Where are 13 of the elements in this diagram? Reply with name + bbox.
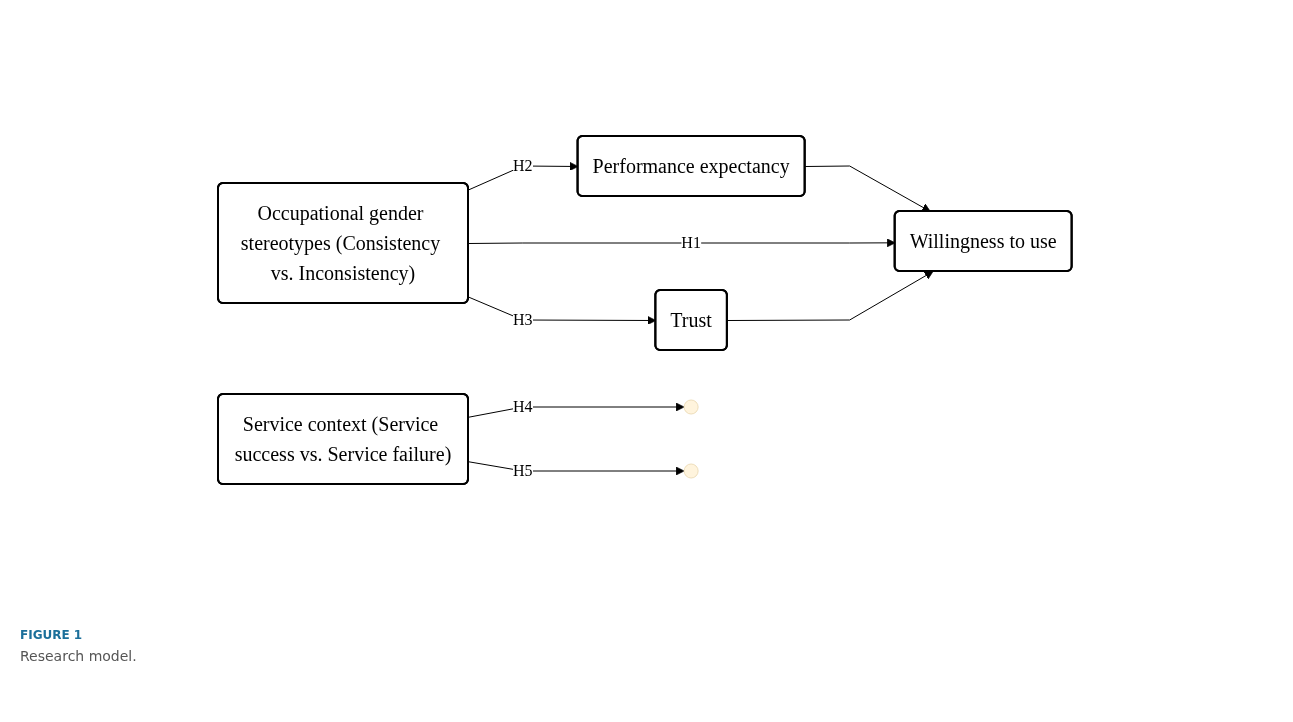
arrow bbox=[727, 271, 934, 321]
arrow bbox=[804, 165, 931, 212]
node-text: Service context (Service success vs. Service failure) bbox=[234, 413, 452, 465]
figure-number: FIGURE 1 bbox=[20, 628, 83, 642]
edge-label: H2 bbox=[513, 157, 533, 174]
node-text: Occupational gender stereotypes (Consistency vs. Inconsistency) bbox=[240, 202, 441, 284]
arrow bbox=[468, 402, 685, 418]
arrow bbox=[468, 461, 685, 476]
edge-label: H3 bbox=[513, 311, 533, 328]
caption: Research model. bbox=[20, 648, 137, 664]
edge-label: H5 bbox=[513, 462, 533, 479]
edge-label: H1 bbox=[681, 234, 702, 251]
edge-label: H4 bbox=[513, 398, 533, 415]
